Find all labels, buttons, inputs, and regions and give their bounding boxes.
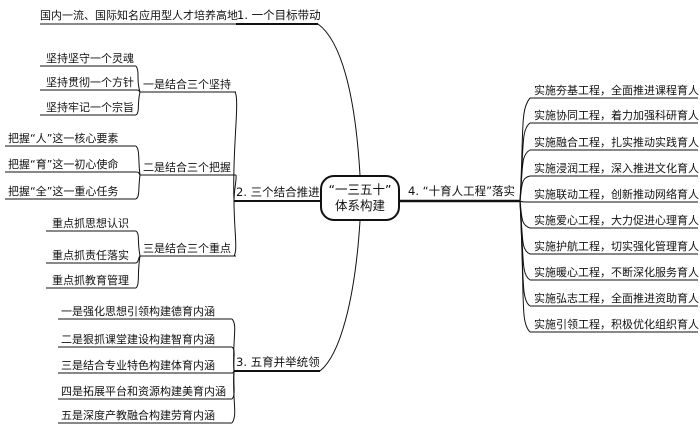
- b2-g2-item: 把握“人”这一核心要素: [8, 132, 119, 145]
- b4-item: 实施爱心工程，大力促进心理育人: [534, 214, 699, 227]
- branch-4-label: 4. “十育人工程”落实: [408, 184, 516, 198]
- b2-g2-item: 把握“全”这一重心任务: [8, 185, 119, 198]
- connector-b2-g1: [233, 91, 238, 202]
- b4-item: 实施暖心工程，不断深化服务育人: [534, 266, 699, 279]
- b4-item: 实施护航工程，切实强化管理育人: [534, 240, 699, 253]
- center-title-line1: “一三五十”: [328, 182, 392, 197]
- b2-g3-item: 重点抓教育管理: [52, 274, 129, 287]
- b4-item: 实施弘志工程，全面推进资助育人: [534, 292, 699, 305]
- branch-3-label: 3. 五育并举统领: [236, 355, 320, 369]
- b3-item: 四是拓展平台和资源构建美育内涵: [61, 385, 226, 398]
- b4-item: 实施浸润工程，深入推进文化育人: [534, 162, 699, 175]
- center-title-line2: 体系构建: [334, 198, 385, 213]
- b4-item: 实施引领工程，积极优化组织育人: [534, 318, 699, 331]
- branch-2-label: 2. 三个结合推进: [236, 185, 320, 199]
- b2-group-1-label: 一是结合三个坚持: [143, 78, 231, 91]
- connector-b3: [319, 220, 361, 372]
- b4-item: 实施协同工程，着力加强科研育人: [534, 109, 699, 122]
- connector-b2-g3: [233, 200, 237, 257]
- b2-g2-item: 把握“育”这一初心使命: [8, 158, 119, 171]
- center-node: “一三五十” 体系构建: [320, 175, 400, 221]
- b4-item: 实施联动工程，创新推动网络育人: [534, 188, 699, 201]
- b2-group-2-label: 二是结合三个把握: [143, 161, 231, 174]
- b4-item: 实施夯基工程，全面推进课程育人: [534, 84, 699, 97]
- b2-g3-item: 重点抓思想认识: [52, 217, 129, 230]
- connector-b1: [317, 23, 361, 176]
- b3-item: 一是强化思想引领构建德育内涵: [61, 305, 215, 318]
- b3-item: 二是狠抓课堂建设构建智育内涵: [61, 333, 215, 346]
- connector-b2-g2: [233, 174, 237, 202]
- b2-g1-item: 坚持坚守一个灵魂: [46, 52, 134, 65]
- branch-1-label: 1. 一个目标带动: [237, 8, 321, 22]
- b1-item: 国内一流、国际知名应用型人才培养高地: [40, 9, 238, 22]
- b4-item: 实施融合工程，扎实推动实践育人: [534, 136, 699, 149]
- b2-g1-item: 坚持贯彻一个方针: [46, 76, 134, 89]
- b2-group-3-label: 三是结合三个重点: [143, 242, 231, 255]
- b3-item: 三是结合专业特色构建体育内涵: [61, 359, 215, 372]
- b3-item: 五是深度产教融合构建劳育内涵: [61, 409, 215, 422]
- b2-g1-item: 坚持牢记一个宗旨: [46, 101, 134, 114]
- b2-g3-item: 重点抓责任落实: [52, 249, 129, 262]
